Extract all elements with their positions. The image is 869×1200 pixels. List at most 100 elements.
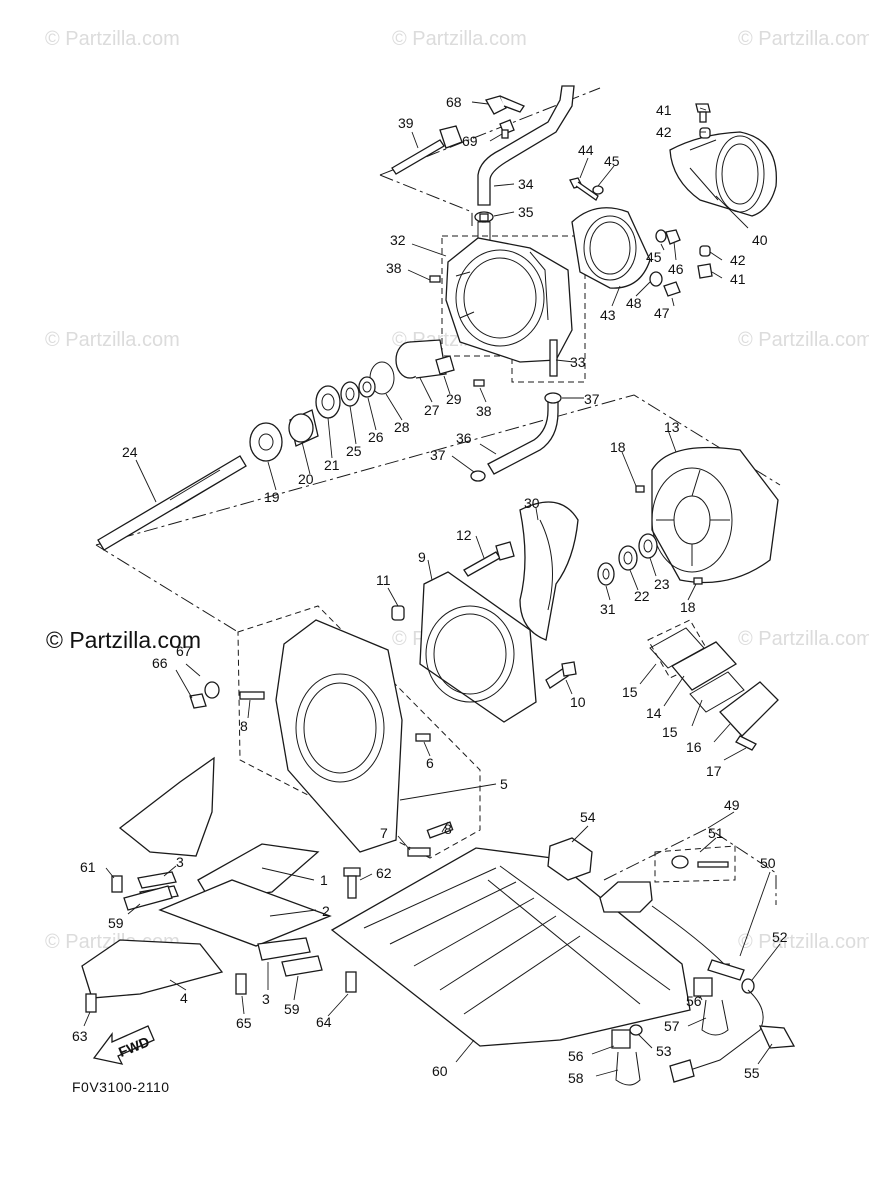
callout-41-top: 41	[656, 102, 672, 118]
bolt-10	[545, 661, 577, 689]
bolt-41-top	[695, 103, 711, 123]
ring-31	[597, 562, 615, 586]
nozzle-43	[571, 207, 651, 289]
gasket-15-bottom	[689, 671, 745, 713]
callout-24: 24	[122, 444, 138, 460]
callout-45-top: 45	[604, 153, 620, 169]
clamp-35	[474, 211, 494, 223]
callout-8-top: 8	[240, 718, 248, 734]
intake-duct-9	[419, 571, 537, 723]
callout-6: 6	[426, 755, 434, 771]
callout-35: 35	[518, 204, 534, 220]
callout-26: 26	[368, 429, 384, 445]
bolt-44	[569, 177, 599, 201]
collar-48	[649, 271, 663, 287]
callout-65: 65	[236, 1015, 252, 1031]
screw-51	[671, 855, 729, 869]
callout-31: 31	[600, 601, 616, 617]
callout-59-top: 59	[108, 915, 124, 931]
callout-32: 32	[390, 232, 406, 248]
callout-56-bottom: 56	[568, 1048, 584, 1064]
callout-20: 20	[298, 471, 314, 487]
intake-grate-60	[330, 847, 691, 1047]
callout-10: 10	[570, 694, 586, 710]
stud-bolt-8-top	[239, 691, 265, 700]
callout-60: 60	[432, 1063, 448, 1079]
callout-69: 69	[462, 133, 478, 149]
callout-13: 13	[664, 419, 680, 435]
callout-42-top: 42	[656, 124, 672, 140]
callout-12: 12	[456, 527, 472, 543]
oil-seal-26	[358, 376, 376, 398]
nut-66	[189, 693, 207, 709]
ring-22	[618, 545, 638, 571]
pin-18-bottom	[693, 577, 703, 585]
pin-18-top	[635, 485, 645, 493]
callout-62: 62	[376, 865, 392, 881]
callout-23: 23	[654, 576, 670, 592]
callout-64: 64	[316, 1014, 332, 1030]
callout-41-bottom: 41	[730, 271, 746, 287]
callout-7: 7	[380, 825, 388, 841]
callout-29: 29	[446, 391, 462, 407]
bolt-62	[343, 867, 361, 899]
pin-6	[415, 733, 431, 742]
callout-38-top: 38	[386, 260, 402, 276]
clamp-37-top	[544, 392, 562, 404]
callout-56-top: 56	[686, 993, 702, 1009]
bolt-64	[345, 971, 357, 993]
bolt-61	[111, 875, 123, 893]
callout-3-top: 3	[176, 854, 184, 870]
callout-63: 63	[72, 1028, 88, 1044]
bearing-21	[315, 385, 341, 419]
collar-42-top	[699, 127, 711, 139]
callout-34: 34	[518, 176, 534, 192]
figure-code: F0V3100-2110	[72, 1079, 170, 1095]
callout-2: 2	[322, 903, 330, 919]
stud-bolt-8-bottom	[426, 821, 454, 839]
callout-33: 33	[570, 354, 586, 370]
bolt-29	[435, 355, 455, 375]
callout-11: 11	[376, 572, 391, 588]
washer-45-top	[592, 185, 604, 195]
watermark: © Partzilla.com	[45, 28, 180, 50]
callout-5: 5	[500, 776, 508, 792]
impeller-housing-13	[651, 446, 779, 584]
bolt-39	[391, 125, 463, 175]
callout-49: 49	[724, 797, 740, 813]
bolt-63	[85, 993, 97, 1013]
jet-housing-32	[445, 221, 573, 363]
drive-shaft-24	[97, 455, 247, 551]
duct-27	[395, 339, 447, 379]
callout-67: 67	[176, 643, 192, 659]
watermark: © Partzilla.com	[738, 931, 869, 953]
plate-2	[158, 879, 332, 947]
callout-45: 45	[646, 249, 662, 265]
callout-52: 52	[772, 929, 788, 945]
pin-38-bottom	[473, 379, 485, 387]
washer-67	[204, 681, 220, 699]
callout-4: 4	[180, 990, 188, 1006]
intake-housing-5	[275, 619, 403, 853]
clip-58	[615, 1051, 641, 1086]
callout-54: 54	[580, 809, 596, 825]
bolt-17	[735, 735, 757, 751]
callout-15-top: 15	[622, 684, 638, 700]
pin-33	[549, 339, 558, 377]
callout-16: 16	[686, 739, 702, 755]
clip-57	[701, 999, 729, 1036]
callout-3-bottom: 3	[262, 991, 270, 1007]
callout-48: 48	[626, 295, 642, 311]
callout-57: 57	[664, 1018, 680, 1034]
rubber-3-bottom	[257, 937, 311, 961]
screw-53	[629, 1024, 643, 1036]
callout-44: 44	[578, 142, 594, 158]
bolt-65	[235, 973, 247, 995]
steering-nozzle-40	[669, 131, 777, 217]
callout-47: 47	[654, 305, 670, 321]
bolt-12	[463, 541, 515, 577]
callout-58: 58	[568, 1070, 584, 1086]
nut-46	[665, 229, 681, 245]
hose-36	[487, 395, 559, 475]
callout-51: 51	[708, 825, 724, 841]
